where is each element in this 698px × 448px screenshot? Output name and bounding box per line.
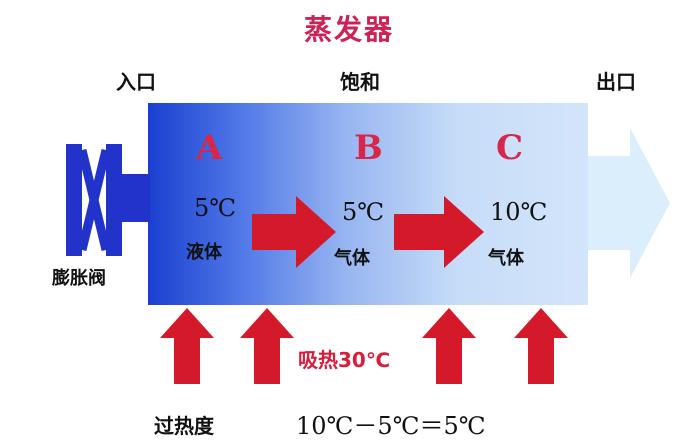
saturation-label: 饱和 (340, 70, 380, 94)
stage-a-state: 液体 (186, 242, 222, 263)
superheat-equation: 10℃－5℃＝5℃ (296, 412, 486, 440)
heat-absorbed-label: 吸热30℃ (298, 348, 391, 372)
stage-a-letter: A (196, 128, 223, 168)
stage-c-state: 气体 (488, 248, 524, 269)
stage-b-state: 气体 (334, 248, 370, 269)
heat-arrow-3 (422, 308, 476, 384)
stage-b-temp: 5℃ (342, 198, 385, 226)
heat-arrow-4 (514, 308, 568, 384)
superheat-label: 过热度 (154, 414, 214, 438)
outlet-arrow (570, 128, 670, 278)
stage-c-temp: 10℃ (490, 198, 548, 226)
expansion-valve-label: 膨胀阀 (52, 268, 106, 289)
stage-a-temp: 5℃ (194, 194, 237, 222)
diagram-title: 蒸发器 (303, 13, 394, 46)
evaporator-body (148, 103, 588, 305)
heat-arrow-2 (240, 308, 294, 384)
outlet-label: 出口 (596, 70, 636, 94)
flow-arrow-a-to-b (252, 196, 336, 268)
inlet-label: 入口 (116, 70, 156, 94)
expansion-valve-icon (66, 144, 150, 256)
flow-arrow-b-to-c (394, 196, 484, 268)
heat-arrow-1 (160, 308, 214, 384)
stage-b-letter: B (354, 128, 383, 168)
stage-c-letter: C (496, 128, 524, 168)
